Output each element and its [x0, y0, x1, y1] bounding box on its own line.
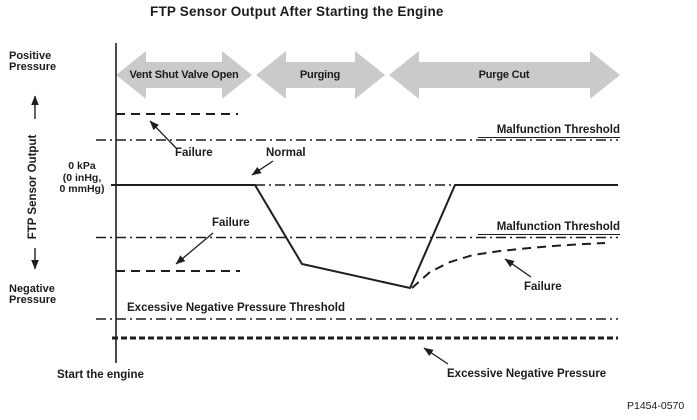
negative-pressure-label: Negative Pressure	[9, 283, 57, 306]
excessive-negative-pressure-label: Excessive Negative Pressure	[447, 368, 607, 380]
phase-arrow-vent-shut-valve-open	[116, 51, 252, 99]
failure-lower-left-arrow	[175, 232, 214, 265]
malfunction-threshold-upper-label: Malfunction Threshold	[478, 124, 620, 138]
normal-label: Normal	[266, 147, 306, 159]
annotation-arrows	[149, 120, 532, 365]
phase-label-vent-shut-valve-open: Vent Shut Valve Open	[129, 69, 239, 81]
phase-label-purging: Purging	[299, 69, 341, 81]
phase-label-purge-cut: Purge Cut	[478, 69, 530, 81]
phase-arrow-purge-cut	[389, 51, 620, 99]
start-engine-label: Start the engine	[57, 369, 144, 381]
excessive-negative-pressure-threshold-label: Excessive Negative Pressure Threshold	[127, 302, 345, 314]
normal-signal-curve	[111, 184, 618, 290]
positive-pressure-label: Positive Pressure	[9, 50, 57, 73]
normal-arrow	[251, 160, 274, 176]
failure-lower-left-label: Failure	[212, 217, 250, 229]
failure-lower-right-label: Failure	[524, 281, 562, 293]
figure-code: P1454-0570	[627, 400, 685, 412]
failure-lower-right-arrow	[504, 258, 532, 278]
failure-no-recovery-curve	[411, 242, 606, 289]
y-axis-label: FTP Sensor Output	[27, 134, 39, 240]
failure-upper-arrow	[149, 120, 177, 149]
malfunction-threshold-lower-label: Malfunction Threshold	[478, 221, 620, 235]
failure-upper-label: Failure	[175, 147, 213, 159]
excessive-negative-arrow	[423, 347, 449, 365]
phase-arrows	[116, 51, 620, 99]
phase-arrow-purging	[256, 51, 385, 99]
chart-lines	[96, 113, 618, 340]
zero-kpa-label: 0 kPa (0 inHg, 0 mmHg)	[59, 160, 105, 195]
diagram-title: FTP Sensor Output After Starting the Eng…	[150, 4, 444, 19]
